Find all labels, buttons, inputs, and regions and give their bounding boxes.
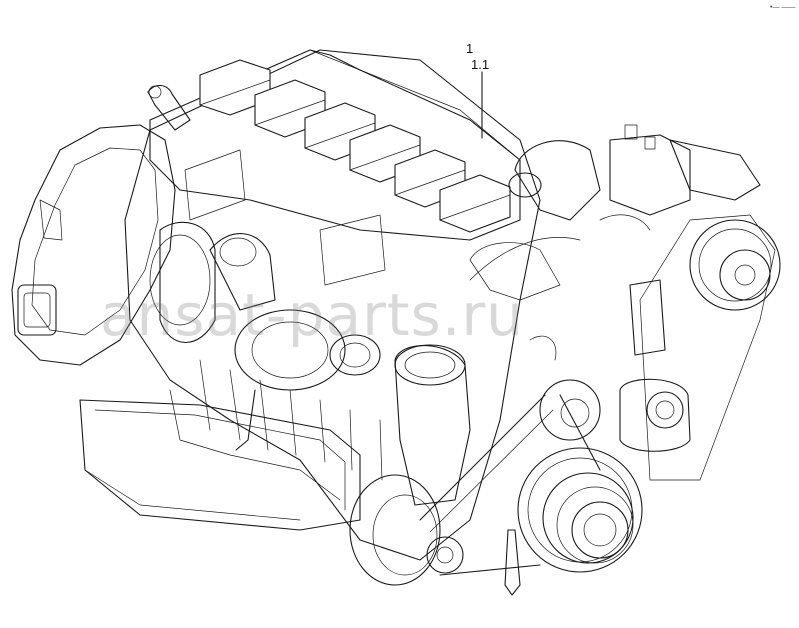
flywheel-housing [11, 124, 176, 366]
callout-label-1: 1 [466, 41, 474, 56]
turbocharger [149, 221, 381, 451]
corner-mark: •— —— [770, 4, 796, 11]
engine-block [124, 49, 541, 561]
water-pump [349, 474, 464, 586]
drive-belt [419, 394, 601, 576]
intake-pipe [394, 140, 601, 506]
fuel-system [609, 124, 761, 452]
crankshaft-pulley [517, 447, 643, 573]
injector-units [199, 59, 511, 233]
oil-pan [79, 399, 361, 531]
callout-label-1-1: 1.1 [471, 57, 490, 72]
alternator [639, 214, 781, 481]
dipstick-tube [504, 529, 521, 596]
hoses [469, 214, 651, 361]
fan-pulley [539, 379, 601, 441]
cylinder-head [147, 49, 521, 241]
